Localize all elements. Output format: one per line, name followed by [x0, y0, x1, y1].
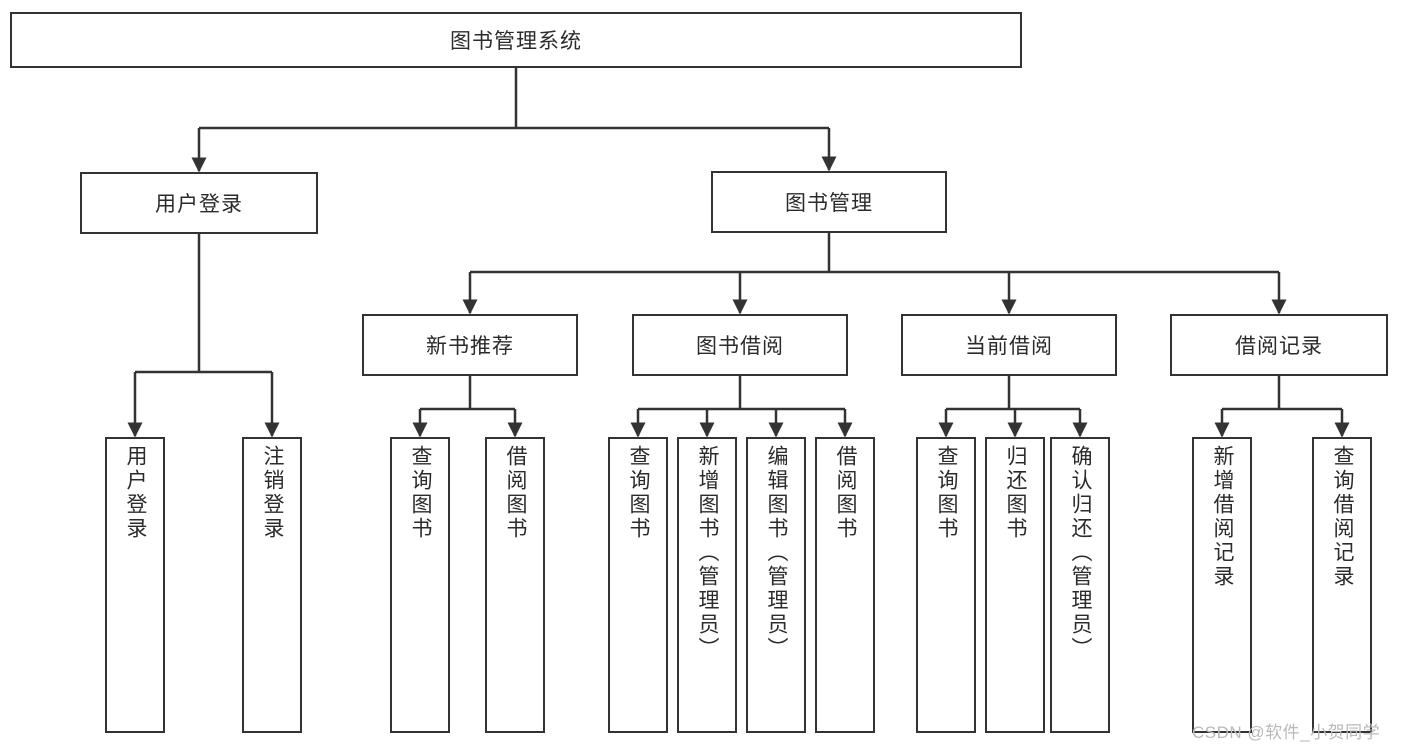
node-label: 图书管理 — [785, 192, 873, 215]
node-label: 借阅记录 — [1235, 335, 1323, 358]
node-label: 查询借阅记录 — [1331, 445, 1355, 589]
root-node-book-management-system[interactable]: 图书管理系统 — [10, 12, 1022, 68]
node-label: 新增借阅记录 — [1211, 445, 1235, 589]
node-label: 借阅图书 — [504, 445, 528, 541]
csdn-watermark: CSDN @软件_小贺同学 — [1192, 723, 1381, 742]
leaf-node-8[interactable]: 查询图书 — [916, 437, 976, 733]
leaf-node-11[interactable]: 新增借阅记录 — [1192, 437, 1252, 733]
node-label: 注销登录 — [261, 445, 285, 541]
node-label: 图书借阅 — [696, 335, 784, 358]
node-label: 查询图书 — [409, 445, 433, 541]
edge-group — [127, 68, 1350, 438]
node-label: 查询图书 — [627, 445, 651, 541]
level3-node-1[interactable]: 图书借阅 — [632, 314, 848, 376]
node-label: 编辑图书（管理员） — [765, 445, 789, 661]
node-label: 查询图书 — [935, 445, 959, 541]
leaf-node-3[interactable]: 借阅图书 — [485, 437, 545, 733]
leaf-node-6[interactable]: 编辑图书（管理员） — [746, 437, 806, 733]
level2-node-1[interactable]: 图书管理 — [711, 171, 947, 233]
leaf-node-12[interactable]: 查询借阅记录 — [1312, 437, 1372, 733]
level3-node-3[interactable]: 借阅记录 — [1170, 314, 1388, 376]
node-label: 新增图书（管理员） — [696, 445, 720, 661]
leaf-node-0[interactable]: 用户登录 — [105, 437, 165, 733]
node-label: 确认归还（管理员） — [1069, 445, 1093, 661]
leaf-node-4[interactable]: 查询图书 — [608, 437, 668, 733]
leaf-node-7[interactable]: 借阅图书 — [815, 437, 875, 733]
node-label: 归还图书 — [1004, 445, 1028, 541]
node-label: 当前借阅 — [965, 335, 1053, 358]
node-label: 用户登录 — [124, 445, 148, 541]
leaf-node-1[interactable]: 注销登录 — [242, 437, 302, 733]
node-label: 图书管理系统 — [450, 30, 582, 53]
node-label: 新书推荐 — [426, 335, 514, 358]
node-label: 用户登录 — [155, 193, 243, 216]
level3-node-2[interactable]: 当前借阅 — [901, 314, 1117, 376]
leaf-node-5[interactable]: 新增图书（管理员） — [677, 437, 737, 733]
leaf-node-9[interactable]: 归还图书 — [985, 437, 1045, 733]
leaf-node-10[interactable]: 确认归还（管理员） — [1050, 437, 1110, 733]
leaf-node-2[interactable]: 查询图书 — [390, 437, 450, 733]
level2-node-0[interactable]: 用户登录 — [80, 172, 318, 234]
level3-node-0[interactable]: 新书推荐 — [362, 314, 578, 376]
node-label: 借阅图书 — [834, 445, 858, 541]
